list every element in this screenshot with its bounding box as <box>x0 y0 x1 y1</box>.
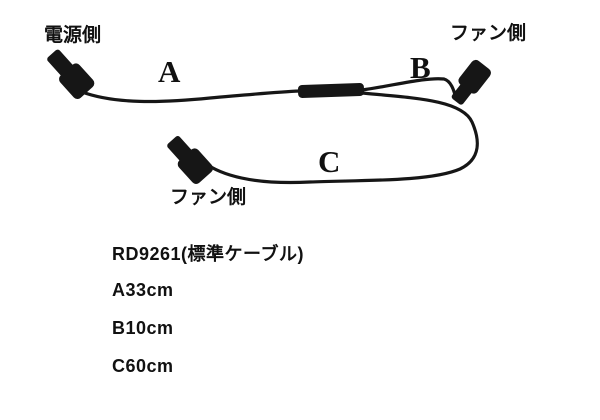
cable-segment-b <box>360 77 458 101</box>
cable-segment-c <box>209 91 479 185</box>
fan-plug-top <box>451 59 491 105</box>
cable-segment-a <box>80 89 302 104</box>
segment-b-label: B <box>410 50 431 85</box>
segment-c-label: C <box>318 144 341 179</box>
fan-plug-bottom <box>167 136 213 184</box>
fan-side-top-label: ファン側 <box>450 23 527 44</box>
length-a-text: A33cm <box>112 280 174 300</box>
model-name-text: RD9261(標準ケーブル) <box>112 244 304 264</box>
power-plug <box>47 49 95 99</box>
length-b-text: B10cm <box>112 318 174 338</box>
power-side-label: 電源側 <box>44 25 102 46</box>
length-c-text: C60cm <box>112 356 174 376</box>
cable-junction <box>297 82 365 99</box>
cable-diagram <box>47 49 491 185</box>
segment-a-label: A <box>158 54 181 89</box>
fan-side-bottom-label: ファン側 <box>170 187 247 208</box>
